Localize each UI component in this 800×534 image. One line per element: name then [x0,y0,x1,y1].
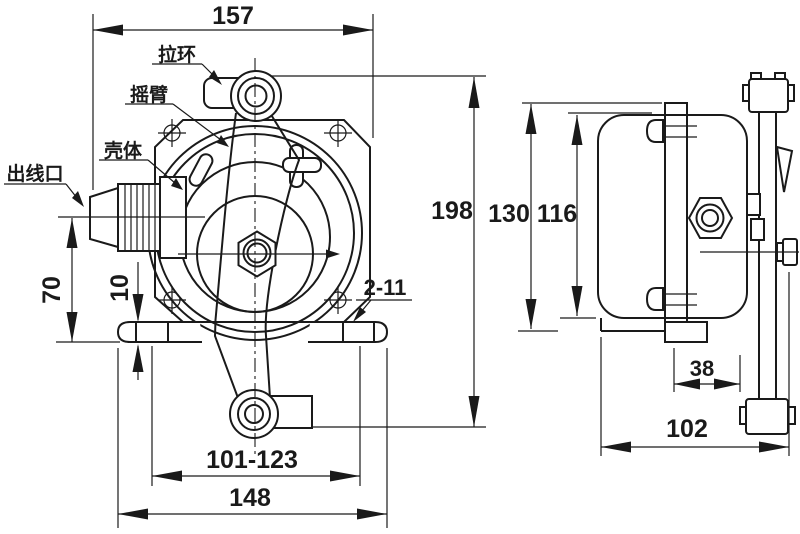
dim-text-157: 157 [212,2,254,30]
side-pull-ring-bottom [739,398,796,435]
dim-38: 38 [673,348,741,392]
side-foot [600,318,708,343]
mounting-feet [116,321,389,343]
dim-text-198: 198 [431,197,473,225]
dim-text-2-11: 2-11 [364,275,407,300]
lower-pivot [229,389,279,439]
dim-130: 130 [488,102,662,332]
label-text-cable-outlet: 出线口 [6,162,63,185]
side-pull-ring-top [742,72,795,113]
dim-text-101-123: 101-123 [206,446,298,474]
label-pull-ring: 拉环 [152,43,222,85]
label-text-pull-ring: 拉环 [158,43,196,66]
label-housing: 壳体 [99,139,183,190]
pull-ring-front [203,70,282,122]
label-text-housing: 壳体 [103,139,143,162]
front-view: 157 198 70 10 2-11 [4,2,486,528]
dim-101-123: 101-123 [151,346,361,486]
label-cable-outlet: 出线口 [4,162,84,207]
label-rocker-arm: 摇臂 [125,83,229,147]
side-shaft-hex [687,197,734,239]
label-text-rocker-arm: 摇臂 [130,83,168,106]
centerlines-front [58,58,340,455]
dim-10: 10 [106,262,144,380]
side-bolt-bottom [645,287,697,311]
dim-text-148: 148 [229,484,271,512]
dim-157: 157 [92,2,374,190]
dim-text-102: 102 [666,415,708,443]
side-housing-body [597,114,748,319]
side-bolt-top [645,119,697,143]
cover-slot-right [282,144,322,188]
dim-text-130: 130 [488,200,530,228]
dim-116: 116 [537,112,652,319]
dim-text-116: 116 [537,200,577,228]
side-lever-bolt [700,238,799,266]
dim-2-11: 2-11 [353,275,412,322]
side-view: 130 116 38 102 [488,72,799,456]
dim-text-38: 38 [690,356,714,381]
dim-198: 198 [270,75,486,428]
dim-70: 70 [38,218,120,343]
dim-text-10: 10 [106,274,134,302]
dim-102: 102 [600,272,790,456]
dim-148: 148 [117,348,388,528]
dim-text-70: 70 [38,276,66,304]
cover-slot-left [188,153,214,187]
